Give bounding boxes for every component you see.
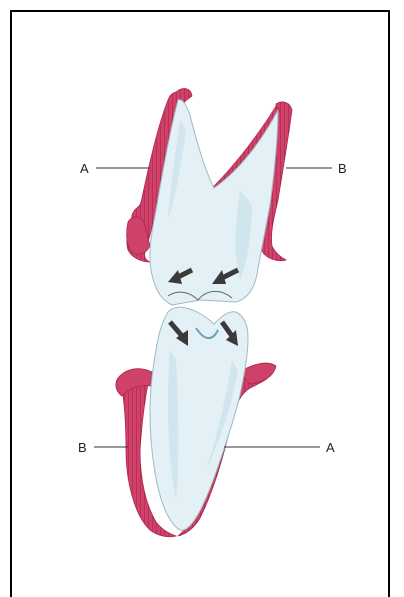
label-upper-left: A (80, 161, 89, 176)
label-lower-left: B (78, 440, 87, 455)
label-lower-right: A (326, 440, 335, 455)
lower-tooth (116, 307, 276, 537)
label-upper-right: B (338, 161, 347, 176)
upper-tooth (127, 89, 292, 305)
